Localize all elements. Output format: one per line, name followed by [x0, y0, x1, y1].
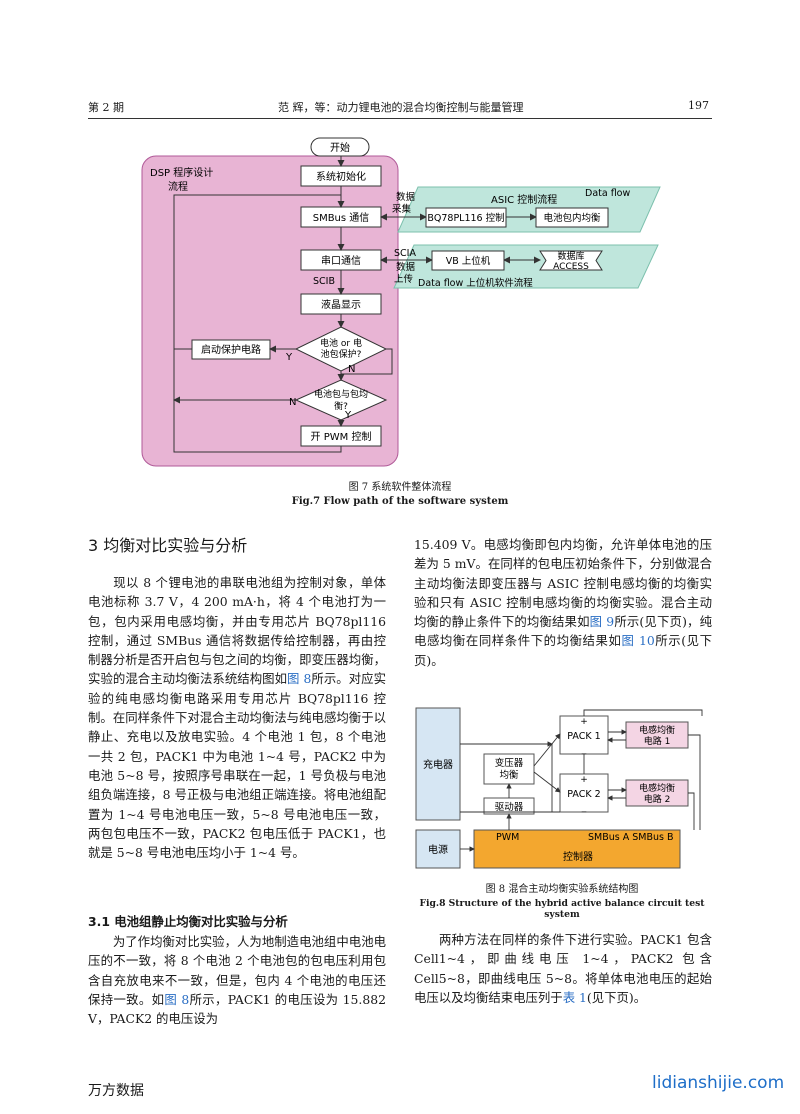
- smbus-label: SMBus A SMBus B: [588, 832, 674, 843]
- start-label: 开始: [330, 141, 350, 154]
- driver-label: 驱动器: [495, 802, 524, 813]
- controller-box: [473, 829, 681, 869]
- right-para1-text: 15.409 V。电感均衡即包内均衡，允许单体电池的压差为 5 mV。在同样的包…: [414, 537, 712, 630]
- dataflow-upper: Data flow: [585, 188, 630, 199]
- ind2-label-1: 电感均衡: [639, 782, 675, 794]
- scia-label: SCIA: [394, 248, 416, 259]
- right-para1-text-b: 所示(见下页)，纯电感均衡在同样条件下的均衡结果如: [414, 614, 712, 649]
- fig8-link-2[interactable]: 图 8: [164, 991, 190, 1007]
- transformer-label-2: 均衡: [499, 769, 519, 781]
- ind1-label-1: 电感均衡: [639, 724, 675, 736]
- dsp-label-1: DSP 程序设计: [150, 166, 213, 179]
- db-label-1: 数据库: [557, 250, 584, 262]
- db-label-2: ACCESS: [553, 262, 589, 272]
- left-paragraph-1: 现以 8 个锂电池的串联电池组为控制对象，单体电池标称 3.7 V，4 200 …: [88, 573, 386, 862]
- dsp-label-2: 流程: [168, 180, 188, 193]
- left-para2-text: 为了作均衡对比实验，人为地制造电池组中电池电压的不一致，将 8 个电池 2 个电…: [88, 934, 386, 1007]
- asic-title: ASIC 控制流程: [491, 193, 557, 206]
- fig7-caption-en: Fig.7 Flow path of the software system: [291, 496, 509, 507]
- pack2-label: PACK 2: [567, 789, 600, 800]
- upload-1: 数据: [396, 261, 416, 273]
- bq-node: [425, 207, 507, 228]
- start-node: [310, 137, 370, 157]
- running-title: 范 辉，等：动力锂电池的混合均衡控制与能量管理: [278, 101, 524, 114]
- header-rule: [88, 118, 712, 119]
- serial-label: 串口通信: [321, 255, 361, 267]
- transformer-box: [483, 753, 535, 785]
- right-para1-text-c: 所示(见下页)。: [414, 633, 712, 668]
- right-para2-text: 两种方法在同样的条件下进行实验。PACK1 包含 Cell1~4，即曲线电压 1…: [414, 932, 712, 1005]
- controller-label: 控制器: [563, 850, 593, 863]
- inductor-circuit-1: [625, 721, 689, 749]
- left-paragraph-2: 为了作均衡对比实验，人为地制造电池组中电池电压的不一致，将 8 个电池 2 个电…: [88, 932, 386, 1028]
- lower-flow-label: Data flow 上位机软件流程: [418, 277, 533, 289]
- protect-label: 启动保护电路: [201, 343, 261, 356]
- figure-7-flowchart: DSP 程序设计 流程 ASIC 控制流程 Data flow Data flo…: [141, 137, 661, 467]
- fig10-link[interactable]: 图 10: [621, 633, 655, 649]
- left-para1-tail: 所示。对应实验的纯电感均衡电路采用专用芯片 BQ78pl116 控制。在同样条件…: [88, 671, 387, 861]
- figure-8-diagram: 充电器 电源 PWM SMBus A SMBus B 控制器 变压器 均衡 驱动…: [415, 707, 703, 869]
- pack2-box: [559, 773, 609, 813]
- charger-box: [415, 707, 461, 821]
- pack1-minus: _: [581, 745, 587, 755]
- decision1-line1: 电池 or 电: [320, 337, 362, 349]
- vb-node: [431, 250, 505, 271]
- charger-label: 充电器: [423, 758, 453, 771]
- footer-watermark-left: 万方数据: [88, 1083, 144, 1099]
- decision1-line2: 池包保护?: [321, 348, 362, 360]
- left-para1-text: 现以 8 个锂电池的串联电池组为控制对象，单体电池标称 3.7 V，4 200 …: [88, 575, 386, 687]
- pwm-label: 开 PWM 控制: [311, 430, 372, 443]
- pack2-plus: +: [580, 775, 588, 785]
- decision2-line2: 衡?: [334, 400, 348, 412]
- right-para2-tail: (见下页)。: [586, 989, 647, 1005]
- section-title: 3 均衡对比实验与分析: [88, 536, 248, 555]
- subsection-title: 3.1 电池组静止均衡对比实验与分析: [88, 914, 288, 929]
- decision2-yes: Y: [344, 410, 352, 421]
- table1-link[interactable]: 表 1: [562, 989, 587, 1005]
- fig8-caption-en: Fig.8 Structure of the hybrid active bal…: [419, 898, 705, 920]
- database-node: [539, 250, 603, 271]
- vb-label: VB 上位机: [446, 255, 491, 267]
- fig7-caption-cn: 图 7 系统软件整体流程: [348, 482, 452, 493]
- ind1-label-2: 电路 1: [644, 735, 671, 747]
- bq-label: BQ78PL116 控制: [427, 212, 504, 224]
- journal-issue: 第 2 期: [88, 101, 124, 114]
- power-label: 电源: [428, 843, 448, 856]
- footer-site-link[interactable]: lidianshijie.com: [652, 1073, 785, 1093]
- cell-balance-node: [535, 207, 609, 228]
- right-paragraph-1: 15.409 V。电感均衡即包内均衡，允许单体电池的压差为 5 mV。在同样的包…: [414, 535, 712, 670]
- inductor-circuit-2: [625, 779, 689, 807]
- pack2-minus: _: [581, 803, 587, 813]
- decision1-no: N: [348, 364, 355, 375]
- data-collect-2: 采集: [392, 203, 412, 215]
- page-number: 197: [688, 99, 709, 112]
- right-paragraph-2: 两种方法在同样的条件下进行实验。PACK1 包含 Cell1~4，即曲线电压 1…: [414, 930, 712, 1007]
- init-label: 系统初始化: [316, 170, 366, 183]
- pack1-label: PACK 1: [567, 731, 600, 742]
- cell-balance-label: 电池包内均衡: [543, 212, 601, 224]
- pwm-label: PWM: [496, 832, 519, 843]
- data-collect-1: 数据: [396, 191, 416, 203]
- fig8-link[interactable]: 图 8: [287, 671, 312, 687]
- decision2-no: N: [289, 397, 296, 408]
- fig9-link[interactable]: 图 9: [589, 614, 615, 630]
- smbus-label: SMBus 通信: [313, 212, 370, 224]
- fig8-caption-cn: 图 8 混合主动均衡实验系统结构图: [485, 884, 639, 895]
- lcd-label: 液晶显示: [321, 298, 361, 311]
- left-para2-tail: 所示，PACK1 的电压设为 15.882 V，PACK2 的电压设为: [88, 991, 387, 1027]
- upload-2: 上传: [394, 273, 414, 285]
- transformer-label-1: 变压器: [495, 757, 524, 769]
- pack1-plus: +: [580, 717, 588, 727]
- decision1-yes: Y: [285, 352, 293, 363]
- ind2-label-2: 电路 2: [644, 793, 671, 805]
- decision2-line1: 电池包与包均: [314, 388, 368, 400]
- scib-label: SCIB: [313, 276, 335, 287]
